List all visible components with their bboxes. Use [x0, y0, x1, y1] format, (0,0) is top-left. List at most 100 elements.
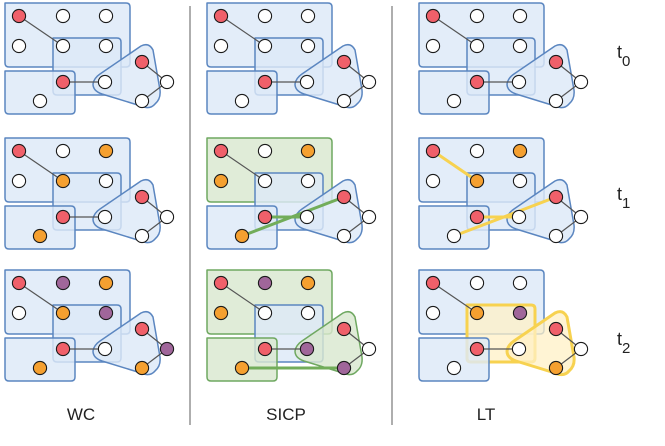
panels: [4, 2, 589, 382]
node-tl-top-right-white: [300, 8, 316, 24]
active-edge-green: [240, 195, 346, 238]
node-tl-mid-left-white: [11, 38, 27, 54]
node-inner-top-white: [257, 305, 273, 321]
node-tl-top-right-white: [98, 8, 114, 24]
node-tri-bottom-white: [548, 228, 564, 244]
node-tl-top-right-white: [512, 275, 528, 291]
node-tl-top-left-red: [11, 8, 27, 24]
node-inner-right-white: [300, 173, 316, 189]
node-tl-top-mid-white: [55, 143, 71, 159]
node-inner-bottom-red: [257, 341, 273, 357]
node-inner-right-white: [512, 173, 528, 189]
node-tl-top-mid-white: [469, 275, 485, 291]
node-tl-top-left-red: [11, 275, 27, 291]
node-inner-right-white: [300, 305, 316, 321]
node-tri-bottom-white: [548, 93, 564, 109]
node-tri-top-red: [134, 189, 150, 205]
node-outer-right-purple: [159, 341, 175, 357]
node-inner-top-white: [257, 173, 273, 189]
node-tl-mid-left-white: [425, 173, 441, 189]
node-tri-left-white: [299, 74, 315, 90]
edge-tl-top-left-inner-top: [18, 282, 64, 314]
node-tri-left-white: [511, 209, 527, 225]
node-tri-top-red: [336, 54, 352, 70]
node-inner-right-white: [98, 38, 114, 54]
node-tri-left-white: [97, 341, 113, 357]
column-label-sicp: SICP: [266, 405, 306, 424]
node-outer-right-white: [361, 209, 377, 225]
node-inner-top-white: [257, 38, 273, 54]
node-outer-right-white: [159, 74, 175, 90]
edge-tl-top-left-inner-top: [220, 282, 266, 314]
active-edge-yellow: [431, 149, 479, 183]
node-tri-top-red: [336, 189, 352, 205]
node-tl-top-left-red: [213, 143, 229, 159]
node-inner-bottom-red: [469, 341, 485, 357]
edge-tl-top-left-inner-top: [220, 150, 266, 182]
node-tl-top-right-orange: [98, 143, 114, 159]
node-tl-top-mid-white: [55, 8, 71, 24]
edge-tl-top-left-inner-top: [18, 15, 64, 47]
node-tl-top-left-red: [425, 275, 441, 291]
edge-tl-top-left-inner-top: [432, 282, 478, 314]
row-label-t2: t2: [617, 329, 630, 357]
node-tri-top-red: [336, 321, 352, 337]
node-tl-top-left-red: [213, 8, 229, 24]
column-label-lt: LT: [477, 405, 496, 424]
node-tri-left-purple: [299, 341, 315, 357]
node-inner-top-white: [55, 38, 71, 54]
node-inner-right-white: [98, 173, 114, 189]
node-tri-bottom-orange: [134, 360, 150, 376]
node-bl-bottom-white: [446, 228, 462, 244]
node-outer-right-white: [361, 341, 377, 357]
node-tri-top-red: [134, 321, 150, 337]
panel-wc-t0: [4, 2, 175, 115]
node-inner-right-purple: [512, 305, 528, 321]
node-tl-top-left-red: [213, 275, 229, 291]
node-tl-top-left-red: [425, 143, 441, 159]
node-tri-left-white: [97, 74, 113, 90]
node-bl-bottom-orange: [32, 228, 48, 244]
panel-lt-t1: [418, 137, 589, 250]
node-bl-bottom-white: [32, 93, 48, 109]
node-inner-top-white: [469, 38, 485, 54]
active-edge-yellow: [452, 195, 558, 238]
node-inner-bottom-red: [257, 74, 273, 90]
column-label-wc: WC: [67, 405, 95, 424]
node-inner-right-white: [300, 38, 316, 54]
node-inner-right-purple: [98, 305, 114, 321]
node-inner-bottom-red: [469, 209, 485, 225]
node-tri-top-red: [548, 189, 564, 205]
panel-wc-t2: [4, 269, 175, 382]
node-bl-bottom-white: [234, 93, 250, 109]
edge-tl-top-left-inner-top: [220, 15, 266, 47]
node-inner-bottom-red: [55, 74, 71, 90]
node-tri-left-white: [97, 209, 113, 225]
node-inner-top-orange: [55, 305, 71, 321]
node-outer-right-white: [573, 341, 589, 357]
node-tri-top-red: [548, 54, 564, 70]
row-label-t0: t0: [617, 42, 630, 70]
node-tl-top-mid-white: [257, 8, 273, 24]
edge-tl-top-left-inner-top: [18, 150, 64, 182]
node-tl-top-left-red: [425, 8, 441, 24]
node-tl-top-mid-purple: [257, 275, 273, 291]
node-inner-bottom-red: [257, 209, 273, 225]
node-tl-top-mid-white: [469, 143, 485, 159]
node-bl-bottom-white: [446, 93, 462, 109]
panel-sicp-t2: [206, 269, 377, 382]
node-inner-top-orange: [55, 173, 71, 189]
node-tl-top-right-orange: [300, 275, 316, 291]
node-outer-right-white: [361, 74, 377, 90]
panel-wc-t1: [4, 137, 175, 250]
node-inner-bottom-red: [55, 209, 71, 225]
panel-sicp-t0: [206, 2, 377, 115]
node-tl-mid-left-white: [11, 305, 27, 321]
node-tri-top-red: [548, 321, 564, 337]
node-inner-right-white: [512, 38, 528, 54]
node-tl-top-mid-purple: [55, 275, 71, 291]
node-bl-bottom-orange: [234, 360, 250, 376]
node-tl-top-right-orange: [98, 275, 114, 291]
node-tl-top-right-white: [512, 8, 528, 24]
